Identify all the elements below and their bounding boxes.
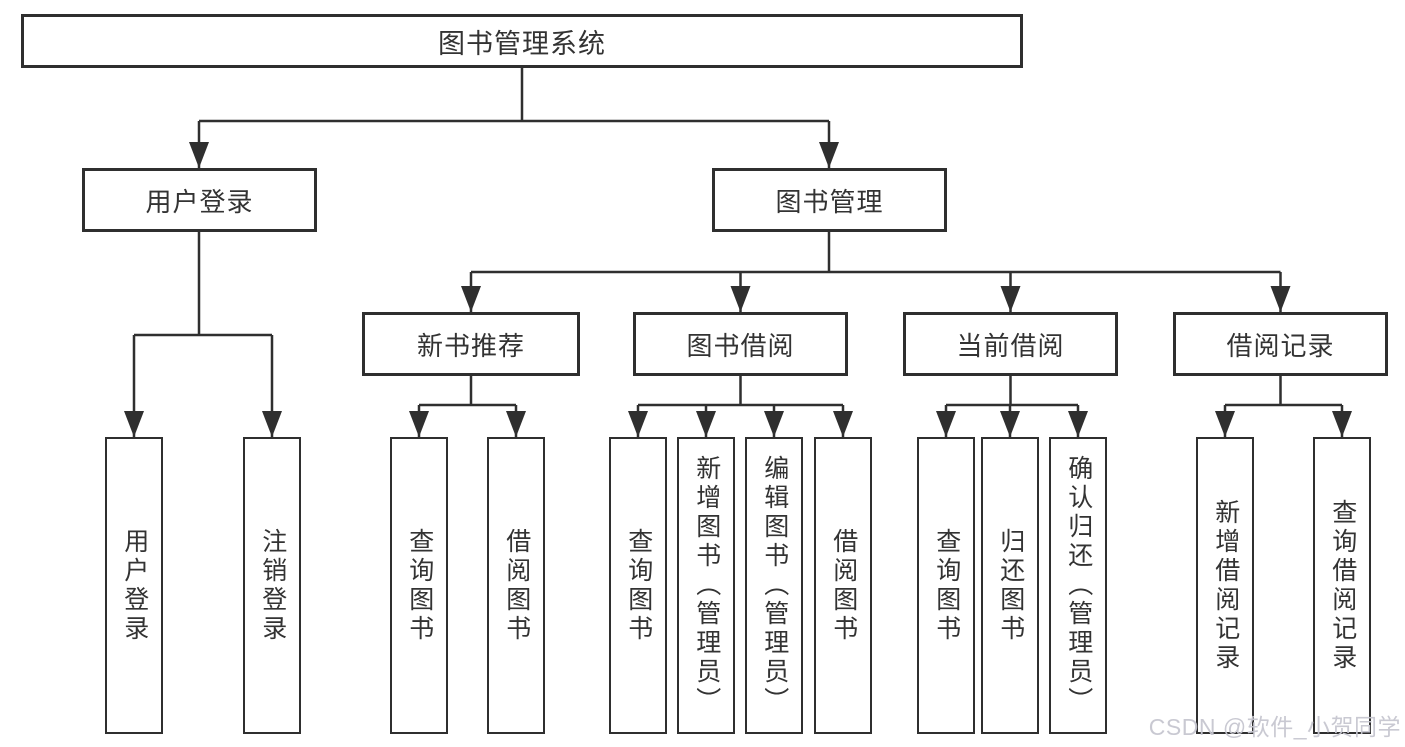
node-borrowing-records-label: 借阅记录 (1226, 330, 1335, 361)
connector-current-trunk (946, 376, 1078, 407)
node-root-label: 图书管理系统 (438, 28, 606, 59)
leaf-query-books-3: 查询图书 (917, 437, 975, 734)
node-current-borrowing: 当前借阅 (903, 312, 1118, 376)
node-current-borrowing-label: 当前借阅 (956, 330, 1065, 361)
leaf-user-login-label: 用户登录 (120, 527, 149, 644)
leaf-edit-books-admin-label: 编辑图书（管理员） (760, 455, 789, 716)
leaf-add-borrow-record: 新增借阅记录 (1196, 437, 1254, 734)
leaf-return-books: 归还图书 (981, 437, 1039, 734)
leaf-query-books-1-label: 查询图书 (405, 527, 434, 644)
leaf-edit-books-admin: 编辑图书（管理员） (745, 437, 803, 734)
leaf-add-books-admin-label: 新增图书（管理员） (692, 455, 721, 716)
node-new-book-recommend-label: 新书推荐 (416, 330, 525, 361)
connector-borrow-trunk (638, 376, 843, 407)
node-borrowing-records: 借阅记录 (1173, 312, 1388, 376)
leaf-borrow-books-1-label: 借阅图书 (502, 527, 531, 644)
connector-bookmgmt-trunk (471, 232, 1281, 274)
node-book-management-label: 图书管理 (775, 186, 884, 217)
node-book-borrowing-label: 图书借阅 (686, 330, 795, 361)
csdn-watermark: CSDN @软件_小贺同学 (1148, 714, 1401, 740)
leaf-query-books-2: 查询图书 (609, 437, 667, 734)
connector-newbooks-trunk (419, 376, 516, 407)
leaf-confirm-return-admin-label: 确认归还（管理员） (1064, 455, 1093, 716)
connector-records-trunk (1225, 376, 1342, 407)
node-book-management: 图书管理 (712, 168, 947, 232)
leaf-confirm-return-admin: 确认归还（管理员） (1049, 437, 1107, 734)
leaf-add-borrow-record-label: 新增借阅记录 (1211, 498, 1240, 673)
node-user-login-label: 用户登录 (145, 186, 254, 217)
leaf-return-books-label: 归还图书 (996, 527, 1025, 644)
leaf-query-books-1: 查询图书 (390, 437, 448, 734)
leaf-logout-label: 注销登录 (258, 527, 287, 644)
leaf-user-login: 用户登录 (105, 437, 163, 734)
connector-root-trunk (199, 68, 829, 123)
leaf-borrow-books-2-label: 借阅图书 (829, 527, 858, 644)
leaf-add-books-admin: 新增图书（管理员） (677, 437, 735, 734)
leaf-logout: 注销登录 (243, 437, 301, 734)
node-root-system: 图书管理系统 (21, 14, 1023, 68)
leaf-borrow-books-2: 借阅图书 (814, 437, 872, 734)
leaf-query-borrow-record-label: 查询借阅记录 (1328, 498, 1357, 673)
node-book-borrowing: 图书借阅 (633, 312, 848, 376)
leaf-query-books-2-label: 查询图书 (624, 527, 653, 644)
leaf-query-borrow-record: 查询借阅记录 (1313, 437, 1371, 734)
node-new-book-recommend: 新书推荐 (362, 312, 580, 376)
connector-userlogin-trunk (134, 232, 272, 337)
leaf-borrow-books-1: 借阅图书 (487, 437, 545, 734)
node-user-login: 用户登录 (82, 168, 317, 232)
leaf-query-books-3-label: 查询图书 (932, 527, 961, 644)
